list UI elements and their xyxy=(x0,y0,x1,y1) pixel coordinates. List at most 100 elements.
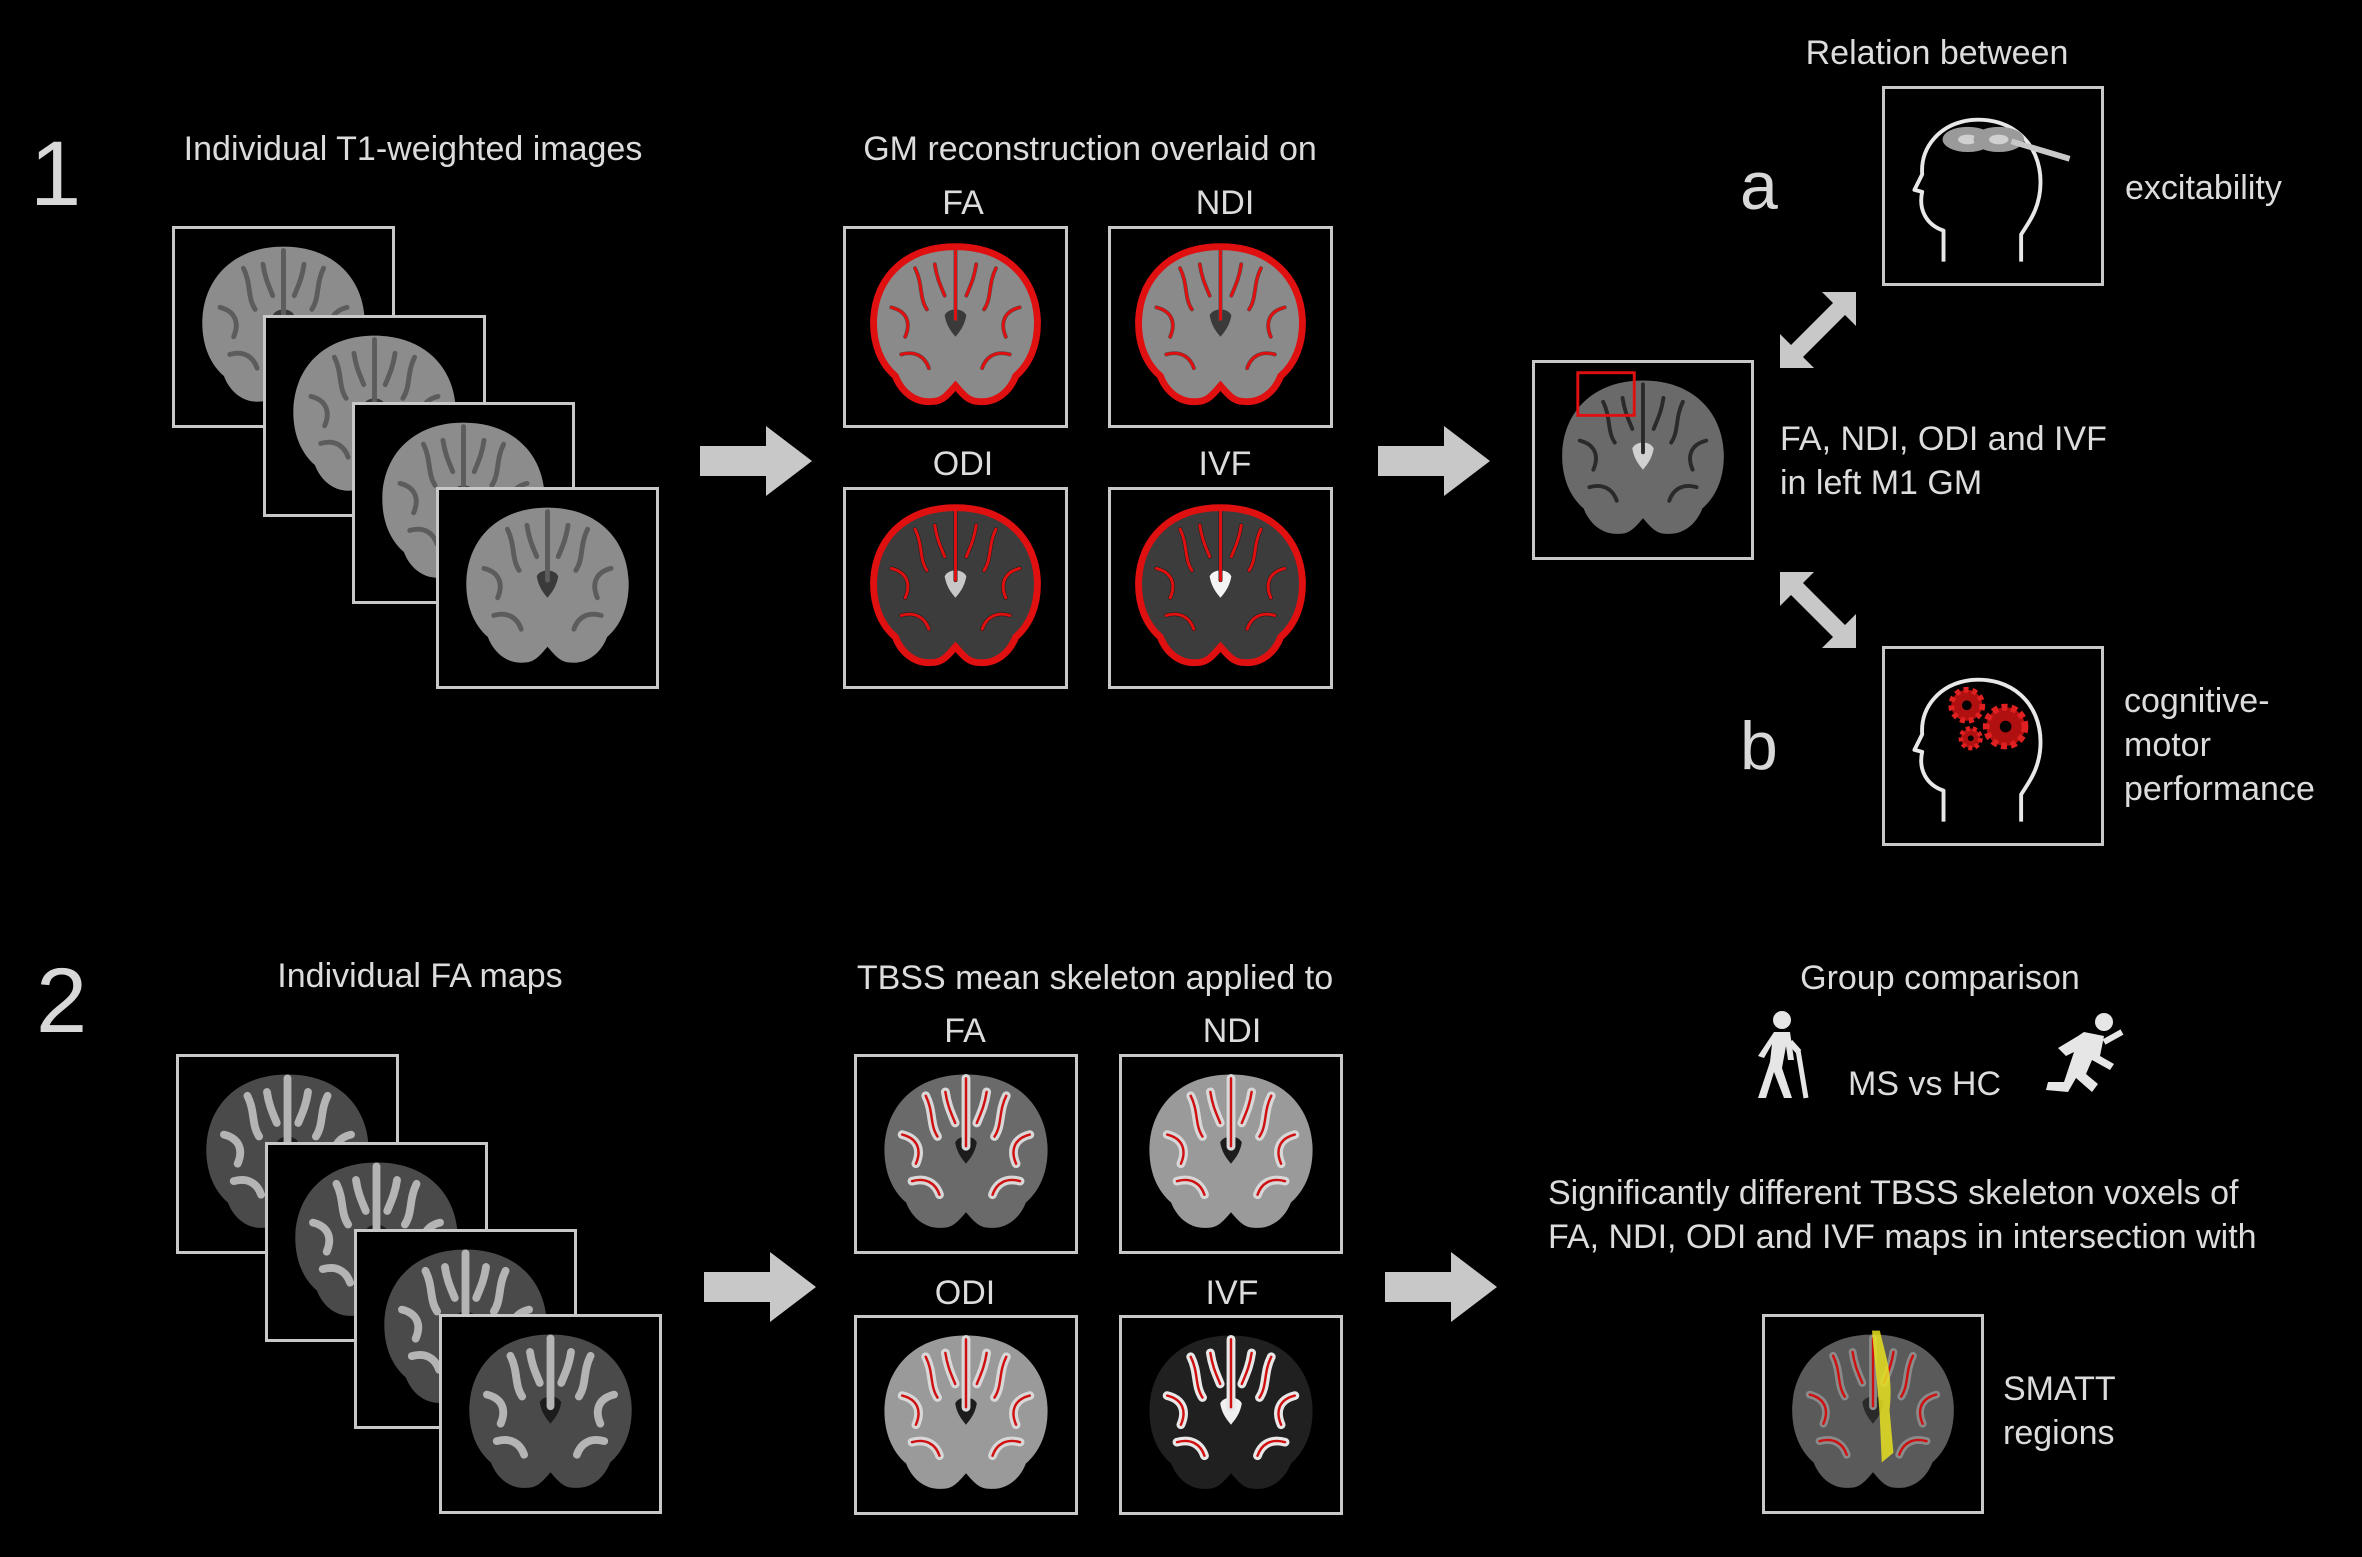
tbss-skeleton xyxy=(1189,1094,1204,1138)
cognitive-label-line-1: cognitive- xyxy=(2124,682,2270,720)
gm-overlay-sulcus xyxy=(1154,566,1175,600)
arrow-right-4 xyxy=(1385,1252,1497,1327)
tbss-skeleton xyxy=(1165,1133,1185,1165)
cognitive-label-line-2: motor xyxy=(2124,726,2211,764)
fa-tract xyxy=(441,1263,459,1302)
fa-tract xyxy=(407,1351,444,1374)
t1-sulcus xyxy=(397,480,419,516)
fa-map-4 xyxy=(439,1314,662,1514)
fa-tract xyxy=(294,1088,312,1127)
t1-sulcus xyxy=(573,526,591,573)
roi-sulcus xyxy=(1601,399,1617,445)
smatt-slice-drawing xyxy=(1792,1330,1954,1488)
gm-overlay-sulcus xyxy=(1247,527,1263,572)
tbss-slice-drawing xyxy=(1149,1334,1313,1489)
fa-tract xyxy=(229,1176,266,1199)
gm-slice-drawing xyxy=(1135,504,1306,667)
fa-tract xyxy=(383,1176,401,1215)
fa-maps-title: Individual FA maps xyxy=(277,957,563,995)
tbss-image-fa xyxy=(854,1054,1078,1254)
tbss-skeleton xyxy=(944,1090,957,1125)
fa-slice-drawing xyxy=(469,1334,632,1488)
excitability-label: excitability xyxy=(2125,169,2282,207)
t1-sulcus xyxy=(555,522,571,560)
t1-sulcus xyxy=(491,611,524,632)
tbss-skeleton xyxy=(1256,1439,1287,1457)
gm-label-fa: FA xyxy=(942,184,984,222)
smatt-skeleton xyxy=(1831,1354,1846,1398)
ventricles xyxy=(1632,442,1654,470)
gm-overlay-sulcus xyxy=(982,266,998,311)
arrow-right-2 xyxy=(1378,426,1490,501)
t1-sulcus xyxy=(308,393,330,429)
t1-sulcus xyxy=(524,522,540,560)
fa-tract xyxy=(483,1390,508,1428)
roi-sulcus xyxy=(1688,438,1709,472)
gm-overlay-sulcus xyxy=(1245,612,1277,631)
t1-sulcus xyxy=(420,441,438,488)
fa-tract xyxy=(220,1130,245,1168)
t1-sulcus xyxy=(571,611,604,632)
gm-label-odi: ODI xyxy=(932,445,994,483)
arrow-right-1 xyxy=(700,426,812,501)
arrow-right-3 xyxy=(704,1252,816,1327)
gm-overlay-sulcus xyxy=(964,262,978,298)
gm-overlay-sulcus xyxy=(982,527,998,572)
tbss-skeleton xyxy=(924,1094,939,1138)
ventricles xyxy=(536,570,559,598)
relation-title: Relation between xyxy=(1805,34,2069,72)
roi-sulcus xyxy=(1651,395,1666,431)
tbss-label-ivf: IVF xyxy=(1205,1274,1259,1312)
t1-sulcus xyxy=(481,565,503,601)
smatt-skeleton xyxy=(1808,1393,1828,1425)
roi-sulcus xyxy=(1669,399,1685,445)
gm-overlay-sulcus xyxy=(1229,262,1243,298)
tbss-skeleton xyxy=(1209,1351,1222,1386)
gm-image-ndi xyxy=(1108,226,1333,428)
tbss-title: TBSS mean skeleton applied to xyxy=(856,959,1334,997)
gm-overlay-sulcus xyxy=(1229,523,1243,559)
fa-tract xyxy=(421,1266,442,1316)
gm-slice-drawing xyxy=(870,504,1041,667)
tbss-skeleton xyxy=(1175,1439,1206,1457)
excitability-box xyxy=(1882,86,2104,286)
fa-tract xyxy=(311,1091,332,1141)
smatt-skeleton xyxy=(1898,1438,1928,1456)
fa-tract xyxy=(506,1351,527,1401)
ventricles xyxy=(1209,570,1232,598)
label-a: a xyxy=(1740,148,1778,224)
smatt-image xyxy=(1762,1314,1984,1514)
tbss-skeleton xyxy=(1258,1094,1273,1138)
tbss-label-odi: ODI xyxy=(934,1274,996,1312)
tbss-slice-drawing xyxy=(884,1073,1048,1228)
gm-overlay-sulcus xyxy=(1001,305,1022,339)
tbss-skeleton xyxy=(1258,1355,1273,1399)
smatt-skeleton xyxy=(1851,1350,1864,1385)
t1-sulcus xyxy=(309,265,327,312)
gm-overlay-sulcus xyxy=(1247,266,1263,311)
t1-sulcus xyxy=(592,565,614,601)
panel-2-number: 2 xyxy=(36,950,88,1052)
tbss-skeleton xyxy=(1209,1090,1222,1125)
tbss-skeleton xyxy=(1277,1394,1297,1426)
tbss-skeleton xyxy=(1165,1394,1185,1426)
gm-slice-drawing xyxy=(870,243,1041,406)
significant-text-line-1: Significantly different TBSS skeleton vo… xyxy=(1548,1174,2239,1212)
tbss-slice-drawing xyxy=(1149,1073,1313,1228)
fa-tract xyxy=(318,1264,355,1287)
gm-overlay-sulcus xyxy=(1178,266,1194,311)
m1-roi-box xyxy=(1576,371,1636,417)
tbss-skeleton xyxy=(910,1178,941,1196)
fa-tract xyxy=(243,1091,264,1141)
significant-text-line-2: FA, NDI, ODI and IVF maps in intersectio… xyxy=(1548,1218,2257,1256)
t1-sulcus xyxy=(260,261,276,299)
t1-sulcus xyxy=(489,441,507,488)
gm-overlay-sulcus xyxy=(1245,351,1277,370)
t1-image-4 xyxy=(436,487,659,689)
t1-images-title: Individual T1-weighted images xyxy=(183,130,643,168)
double-arrow-down xyxy=(1780,572,1856,653)
gm-overlay-sulcus xyxy=(899,351,931,370)
gm-overlay-sulcus xyxy=(933,262,947,298)
tbss-skeleton xyxy=(975,1090,988,1125)
